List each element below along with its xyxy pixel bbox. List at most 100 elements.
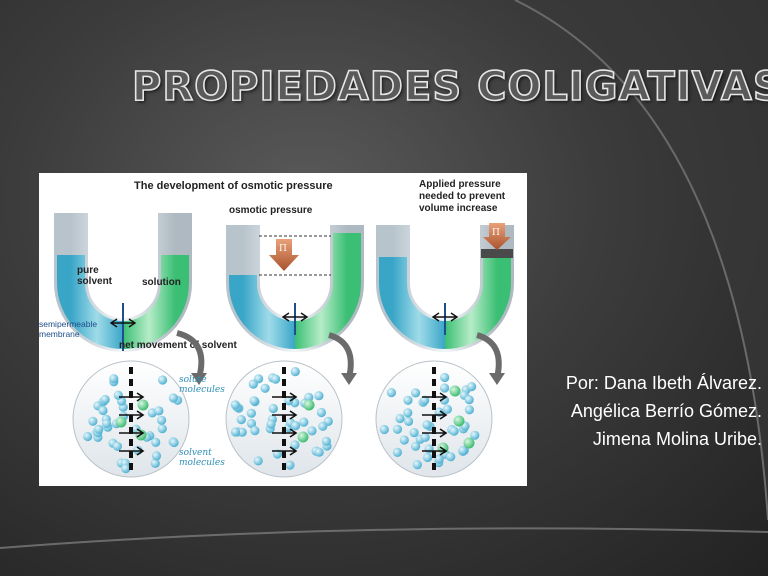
flow-arrow	[119, 446, 145, 456]
curved-arrow-1	[176, 330, 205, 379]
label-osmotic-pressure: osmotic pressure	[229, 205, 313, 216]
solvent-molecule	[399, 435, 409, 445]
solvent-molecule	[307, 426, 317, 436]
solvent-molecule	[449, 426, 459, 436]
solvent-molecule	[268, 403, 278, 414]
solvent-molecule	[250, 426, 260, 436]
solvent-molecule	[446, 452, 456, 462]
solvent-molecule	[88, 416, 98, 426]
solvent-molecule	[113, 390, 123, 400]
flow-arrow	[422, 428, 448, 438]
solute-molecule	[449, 385, 461, 397]
slide-title: PROPIEDADES COLIGATIVAS.	[131, 63, 768, 111]
label-solution: solution	[142, 277, 181, 288]
solute-molecule	[463, 437, 475, 449]
solvent-molecule	[271, 374, 281, 384]
u-tube-applied	[376, 223, 514, 352]
solvent-molecule	[291, 421, 301, 431]
solvent-molecule	[246, 408, 256, 418]
solvent-molecule	[98, 405, 108, 416]
solvent-molecule	[266, 419, 276, 429]
solvent-molecule	[440, 372, 450, 383]
solvent-molecule	[420, 395, 430, 405]
author-line: Angélica Berrío Gómez.	[570, 401, 762, 421]
solute-molecule	[297, 431, 309, 443]
solvent-molecule	[321, 436, 331, 446]
solvent-molecule	[94, 424, 104, 434]
solvent-molecule	[237, 427, 247, 437]
solvent-molecule	[314, 447, 324, 457]
solvent-molecule	[102, 418, 112, 429]
curved-arrow-2	[327, 332, 354, 379]
solvent-molecule	[304, 392, 314, 402]
solvent-molecule	[314, 391, 324, 401]
flow-arrow	[422, 446, 448, 456]
solvent-molecule	[109, 374, 119, 384]
solvent-molecule	[316, 407, 326, 418]
solvent-molecule	[290, 440, 300, 450]
flow-arrow	[272, 410, 298, 420]
solvent-molecule	[458, 446, 468, 456]
solvent-molecule	[83, 431, 93, 442]
solute-molecule	[453, 415, 465, 427]
solvent-molecule	[420, 432, 430, 442]
solvent-molecule	[403, 408, 413, 418]
solvent-molecule	[157, 424, 167, 434]
solvent-molecule	[260, 383, 270, 393]
solvent-molecule	[246, 418, 257, 429]
solvent-molecule	[386, 388, 396, 398]
solvent-molecule	[464, 395, 474, 405]
solvent-molecule	[154, 406, 164, 416]
solvent-molecule	[284, 396, 294, 406]
author-line: Jimena Molina Uribe.	[592, 429, 762, 449]
solute-molecule	[303, 399, 315, 411]
solvent-molecule	[230, 427, 241, 437]
label-net-movement: net movement of solvent	[119, 340, 237, 351]
solvent-molecule	[168, 393, 178, 403]
solvent-molecule	[434, 454, 444, 464]
solute-molecule	[437, 442, 449, 454]
pi-label-osmotic: Π	[279, 244, 287, 254]
solvent-molecule	[403, 395, 413, 405]
solvent-molecule	[157, 415, 167, 425]
solvent-molecule	[412, 460, 422, 470]
solvent-molecule	[248, 379, 258, 389]
authors-block: Por: Dana Ibeth Álvarez. Angélica Berrío…	[462, 369, 762, 453]
solvent-molecule	[150, 458, 160, 468]
solvent-molecule	[411, 441, 421, 451]
solvent-molecule	[290, 367, 300, 377]
solvent-molecule	[467, 382, 477, 392]
solvent-molecule	[379, 424, 389, 435]
solvent-molecule	[409, 428, 419, 438]
figure-caption: The development of osmotic pressure	[134, 180, 333, 192]
flow-arrow	[272, 446, 298, 456]
solvent-molecule	[423, 452, 433, 463]
solvent-molecule	[100, 394, 110, 405]
solvent-molecule	[395, 413, 405, 424]
curved-arrow-3	[475, 332, 502, 379]
u-tube-initial	[54, 213, 192, 352]
solvent-molecule	[230, 400, 240, 410]
solvent-molecule	[392, 424, 403, 434]
solvent-molecule	[121, 464, 131, 474]
solute-molecule	[115, 416, 127, 428]
solvent-molecule	[404, 416, 414, 426]
solvent-molecule	[392, 447, 402, 457]
solvent-molecule	[158, 375, 168, 385]
solvent-molecule	[422, 420, 432, 430]
pi-label-applied: Π	[492, 228, 500, 238]
solvent-molecule	[470, 430, 480, 440]
solvent-molecule	[169, 437, 179, 448]
solvent-molecule	[442, 404, 452, 414]
solvent-molecule	[464, 405, 474, 415]
u-tube-osmotic	[226, 225, 364, 352]
solvent-molecule	[112, 441, 122, 451]
flow-arrow	[119, 392, 145, 402]
flow-arrow	[272, 392, 298, 402]
osmosis-figure: The development of osmotic pressure pure…	[39, 173, 527, 486]
solvent-molecule	[299, 417, 309, 427]
